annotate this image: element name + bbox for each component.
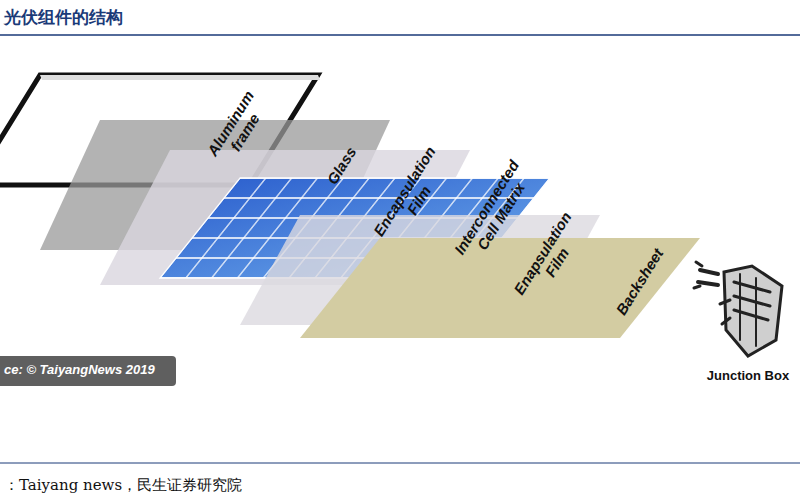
title-rule [0,34,800,36]
source-caption: ：Taiyang news，民生证券研究院 [4,476,242,495]
frame-edge [40,75,320,80]
watermark-box [0,356,176,386]
figure-title: 光伏组件的结构 [4,6,123,29]
watermark: ce: © TaiyangNews 2019 [4,362,155,377]
part-label: Junction Box [707,368,789,383]
junction-box-symbol [694,262,782,356]
caption-rule [0,463,800,464]
